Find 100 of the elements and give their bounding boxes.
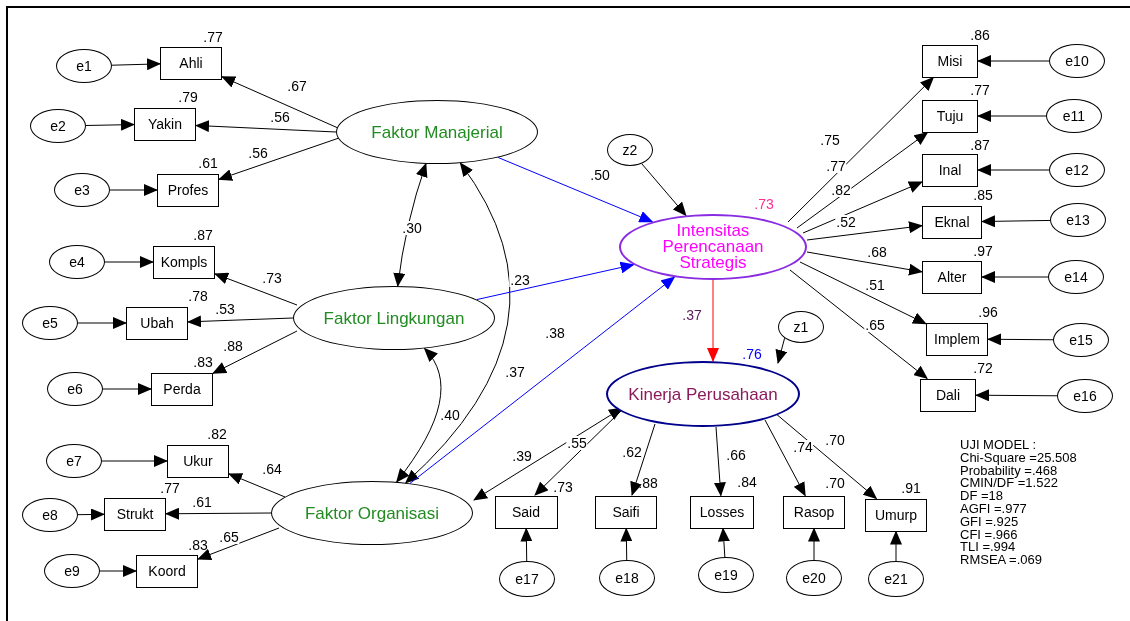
variable-name: e3 <box>74 183 90 197</box>
variable-name: e11 <box>1062 109 1086 123</box>
r-squared-value: .76 <box>742 347 762 361</box>
double-headed-arrow <box>405 162 511 484</box>
arrow <box>197 527 280 561</box>
r-squared-value: .85 <box>973 188 993 202</box>
variable-name: Perda <box>163 382 201 396</box>
latent-variable-ellipse <box>606 361 800 427</box>
arrow <box>111 58 161 71</box>
variable-name: e9 <box>64 564 80 578</box>
fit-statistic: RMSEA =.069 <box>960 554 1044 567</box>
variable-name: Saifi <box>612 505 640 519</box>
path-coefficient: .70 <box>824 433 846 447</box>
path-coefficient: .56 <box>247 146 269 160</box>
error-term-ellipse <box>786 560 842 596</box>
r-squared-value: .78 <box>188 289 208 303</box>
arrow <box>534 409 623 496</box>
arrow <box>713 426 726 497</box>
path-coefficient: .75 <box>819 133 841 147</box>
arrow <box>808 527 820 561</box>
indicator-box <box>494 495 558 529</box>
path-coefficient: .39 <box>511 449 533 463</box>
indicator-box <box>922 205 982 239</box>
path-coefficient: .66 <box>725 448 747 462</box>
arrow <box>707 279 719 362</box>
indicator-box <box>922 99 978 133</box>
variable-name: z2 <box>622 143 638 157</box>
fit-statistic: GFI =.925 <box>960 515 1020 529</box>
variable-name: e13 <box>1066 213 1090 227</box>
path-coefficient: .74 <box>792 440 814 454</box>
r-squared-value: .87 <box>970 138 990 152</box>
error-term-ellipse <box>1048 260 1104 294</box>
r-squared-value: .96 <box>978 305 998 319</box>
arrow <box>77 317 127 329</box>
variable-name: Eknal <box>934 215 970 229</box>
error-term-ellipse <box>44 554 100 588</box>
error-term-ellipse <box>30 109 86 143</box>
fit-statistic: AGFI =.977 <box>960 503 1028 516</box>
indicator-box <box>922 260 982 294</box>
variable-name: Faktor Lingkungan <box>323 309 465 327</box>
arrow <box>497 156 654 223</box>
path-coefficient: .65 <box>864 318 886 332</box>
error-term-ellipse <box>46 444 102 478</box>
indicator-box <box>160 46 222 80</box>
variable-name: Alter <box>937 270 967 284</box>
variable-name: e16 <box>1073 389 1097 403</box>
fit-statistic: CFI =.966 <box>960 528 1019 542</box>
indicator-box <box>920 378 976 412</box>
indicator-box <box>136 554 198 588</box>
r-squared-value: .77 <box>970 83 990 97</box>
arrow <box>102 383 152 395</box>
arrow <box>787 76 935 223</box>
error-term-ellipse <box>1049 153 1105 187</box>
fit-statistic: TLI =.994 <box>960 541 1017 555</box>
error-term-ellipse <box>22 306 78 340</box>
arrow <box>195 120 337 133</box>
r-squared-value: .87 <box>193 228 213 242</box>
variable-name: Inal <box>938 163 962 177</box>
r-squared-value: .61 <box>198 156 218 170</box>
arrow <box>775 337 788 364</box>
arrow <box>228 473 286 498</box>
path-coefficient: .65 <box>218 530 240 544</box>
indicator-box <box>865 498 927 532</box>
variable-name: Said <box>512 505 540 519</box>
variable-name: e2 <box>50 119 66 133</box>
indicator-box <box>104 497 166 531</box>
r-squared-value: .86 <box>970 28 990 42</box>
indicator-box <box>690 495 754 529</box>
variable-name: e5 <box>42 316 58 330</box>
error-term-ellipse <box>54 173 110 207</box>
path-coefficient: .64 <box>261 462 283 476</box>
variable-name: Dali <box>935 388 961 402</box>
indicator-box <box>151 372 213 406</box>
r-squared-value: .73 <box>553 480 573 494</box>
variable-name: e15 <box>1069 333 1093 347</box>
fit-statistic: CMIN/DF =1.522 <box>960 477 1059 491</box>
path-coefficient: .77 <box>825 159 847 173</box>
arrow <box>85 118 135 131</box>
indicator-box <box>922 153 978 187</box>
arrow <box>890 530 902 562</box>
arrow <box>799 261 927 325</box>
error-term-ellipse <box>1050 203 1106 237</box>
indicator-box <box>157 173 219 207</box>
variable-name: e6 <box>67 382 83 396</box>
r-squared-value: .83 <box>193 355 213 369</box>
variable-name: Ahli <box>179 56 203 70</box>
double-headed-arrow <box>473 407 623 501</box>
indicator-box <box>167 444 229 478</box>
double-headed-arrow <box>393 162 428 287</box>
arrow <box>789 269 928 380</box>
error-term-ellipse <box>1057 379 1113 413</box>
variable-name: Rasop <box>793 505 835 519</box>
fit-statistic: Probability =.468 <box>960 464 1059 478</box>
fit-statistic: UJI MODEL : <box>960 439 1038 452</box>
arrow <box>806 221 923 241</box>
variable-name: e8 <box>42 508 58 522</box>
variable-name: e12 <box>1065 163 1089 177</box>
variable-name: z1 <box>793 320 809 334</box>
variable-name: Profes <box>167 183 209 197</box>
error-term-ellipse <box>1053 323 1109 357</box>
